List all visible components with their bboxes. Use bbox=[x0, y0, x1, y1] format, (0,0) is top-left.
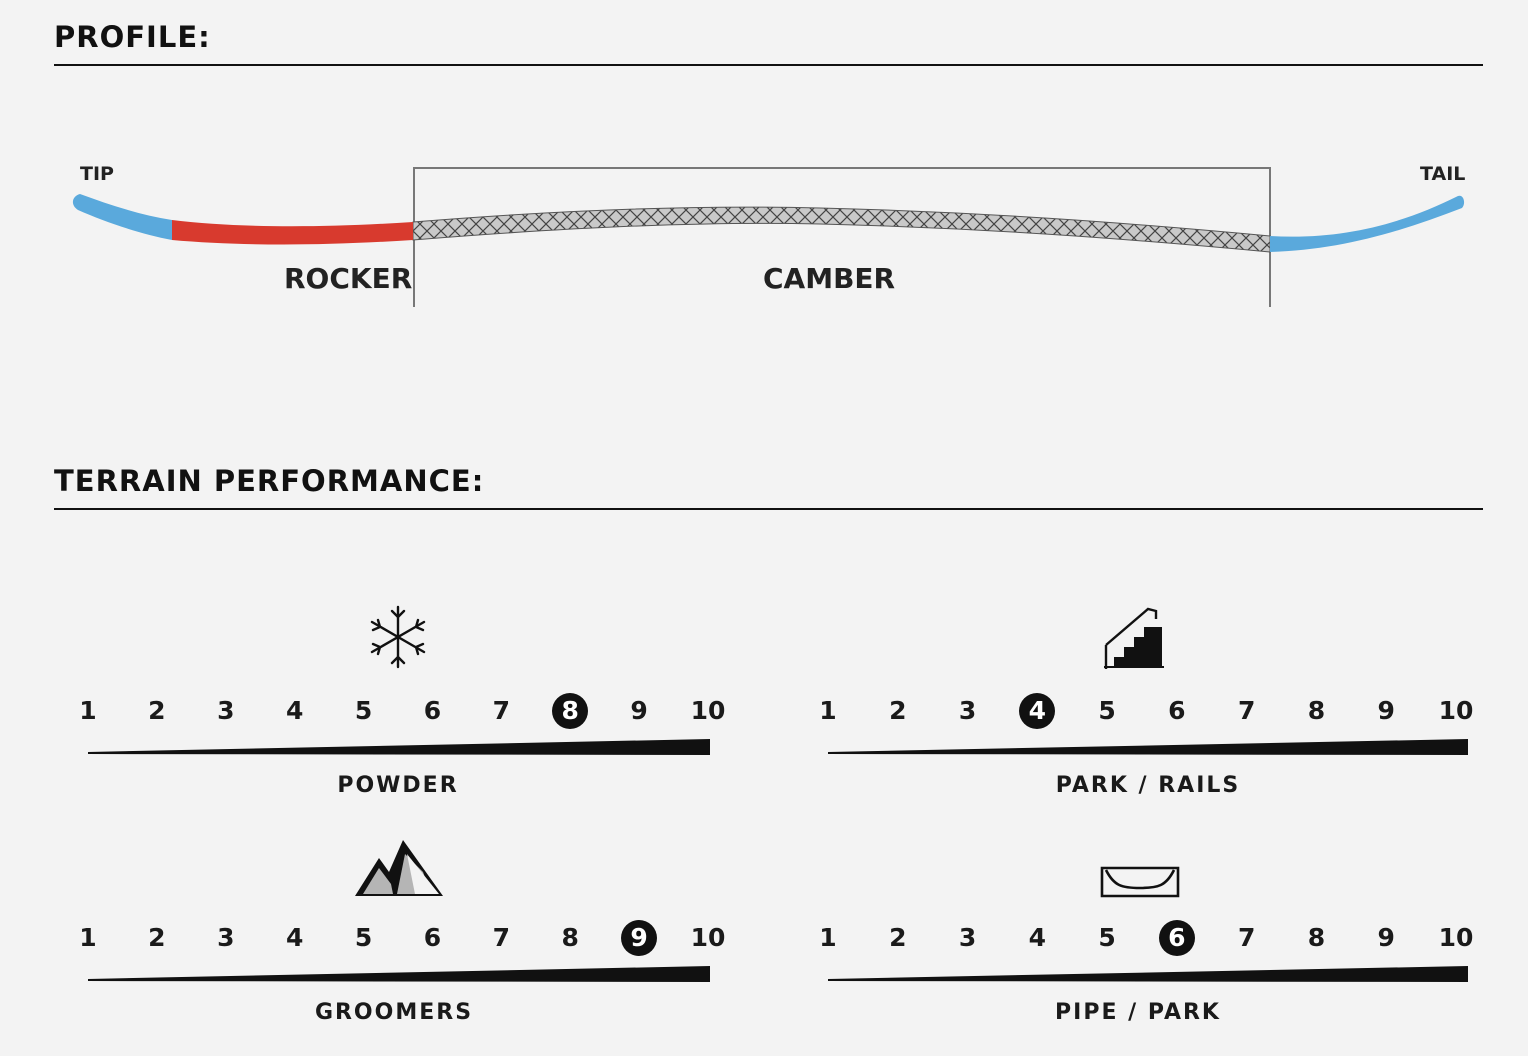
rating-number: 1 bbox=[79, 696, 97, 725]
rating-number: 4 bbox=[285, 923, 304, 952]
rating-number: 5 bbox=[354, 696, 373, 725]
selected-rating: 9 bbox=[621, 920, 658, 956]
terrain-divider bbox=[54, 508, 1483, 510]
rating-number: 2 bbox=[889, 923, 907, 952]
rating-number: 9 bbox=[1377, 696, 1395, 725]
rating-number: 1 bbox=[819, 923, 837, 952]
rating-number: 4 bbox=[285, 696, 304, 725]
terrain-label: PARK / RAILS bbox=[1055, 773, 1241, 798]
stairs-rail-icon bbox=[1104, 607, 1164, 669]
rating-number: 6 bbox=[1168, 696, 1186, 725]
scale-wedge bbox=[828, 739, 1468, 755]
rating-number: 3 bbox=[217, 696, 235, 725]
rating-number: 10 bbox=[690, 696, 726, 725]
scale-wedge bbox=[828, 966, 1468, 982]
tip-label: TIP bbox=[80, 163, 114, 185]
rating-number: 9 bbox=[630, 696, 648, 725]
rating-number: 3 bbox=[958, 923, 977, 952]
terrain-rating-pipe-park: 1 2 3 4 5 6 7 8 9 10 PIPE / PARK bbox=[819, 832, 1488, 1052]
rating-number: 8 bbox=[1307, 696, 1326, 725]
rating-number: 5 bbox=[354, 923, 373, 952]
selected-rating: 8 bbox=[552, 693, 589, 729]
terrain-rating-groomers: 1 2 3 4 5 6 7 8 9 10 GROOMERS bbox=[79, 832, 748, 1052]
rating-number: 2 bbox=[148, 696, 166, 725]
halfpipe-icon bbox=[1100, 866, 1180, 898]
rating-number: 4 bbox=[1028, 923, 1047, 952]
selected-rating: 4 bbox=[1019, 693, 1056, 729]
rating-number: 8 bbox=[561, 923, 579, 952]
rating-number: 5 bbox=[1098, 923, 1116, 952]
rocker-label: ROCKER bbox=[284, 262, 412, 295]
scale-wedge bbox=[88, 739, 710, 755]
rating-number: 7 bbox=[492, 696, 511, 725]
mountains-icon bbox=[355, 840, 443, 896]
rating-number: 9 bbox=[1377, 923, 1395, 952]
terrain-label: POWDER bbox=[337, 773, 459, 798]
scale-wedge bbox=[88, 966, 710, 982]
rating-number: 7 bbox=[492, 923, 511, 952]
tail-label: TAIL bbox=[1420, 163, 1465, 185]
rating-number: 2 bbox=[889, 696, 907, 725]
rating-number: 10 bbox=[1438, 923, 1474, 952]
rating-number: 6 bbox=[423, 923, 442, 952]
profile-divider bbox=[54, 64, 1483, 66]
rating-number: 3 bbox=[217, 923, 235, 952]
terrain-heading: TERRAIN PERFORMANCE: bbox=[54, 464, 485, 498]
terrain-label: GROOMERS bbox=[314, 1000, 474, 1025]
tip-section bbox=[72, 194, 172, 240]
camber-section bbox=[412, 206, 1271, 253]
selected-rating: 6 bbox=[1158, 920, 1195, 956]
rocker-section bbox=[172, 220, 413, 245]
rating-number: 10 bbox=[1438, 696, 1474, 725]
rating-number: 7 bbox=[1237, 923, 1256, 952]
rating-number: 8 bbox=[1307, 923, 1326, 952]
rating-number: 7 bbox=[1237, 696, 1256, 725]
profile-heading: PROFILE: bbox=[54, 20, 211, 54]
terrain-rating-park-rails: 1 2 3 4 5 6 7 8 9 10 PARK / RAILS bbox=[819, 605, 1488, 825]
terrain-rating-powder: 1 2 3 4 5 6 7 8 9 10 POWDER bbox=[79, 605, 748, 825]
rating-number: 1 bbox=[819, 696, 837, 725]
rating-number: 10 bbox=[690, 923, 726, 952]
tail-section bbox=[1270, 195, 1465, 252]
rating-number: 5 bbox=[1098, 696, 1116, 725]
snowflake-icon bbox=[370, 605, 426, 669]
board-profile-diagram: TIP TAIL ROCKER CAMBER bbox=[72, 163, 1465, 307]
rating-number: 2 bbox=[148, 923, 166, 952]
camber-label: CAMBER bbox=[763, 262, 895, 295]
rating-number: 6 bbox=[423, 696, 442, 725]
rating-number: 3 bbox=[958, 696, 977, 725]
terrain-label: PIPE / PARK bbox=[1055, 1000, 1221, 1025]
rating-number: 1 bbox=[79, 923, 97, 952]
